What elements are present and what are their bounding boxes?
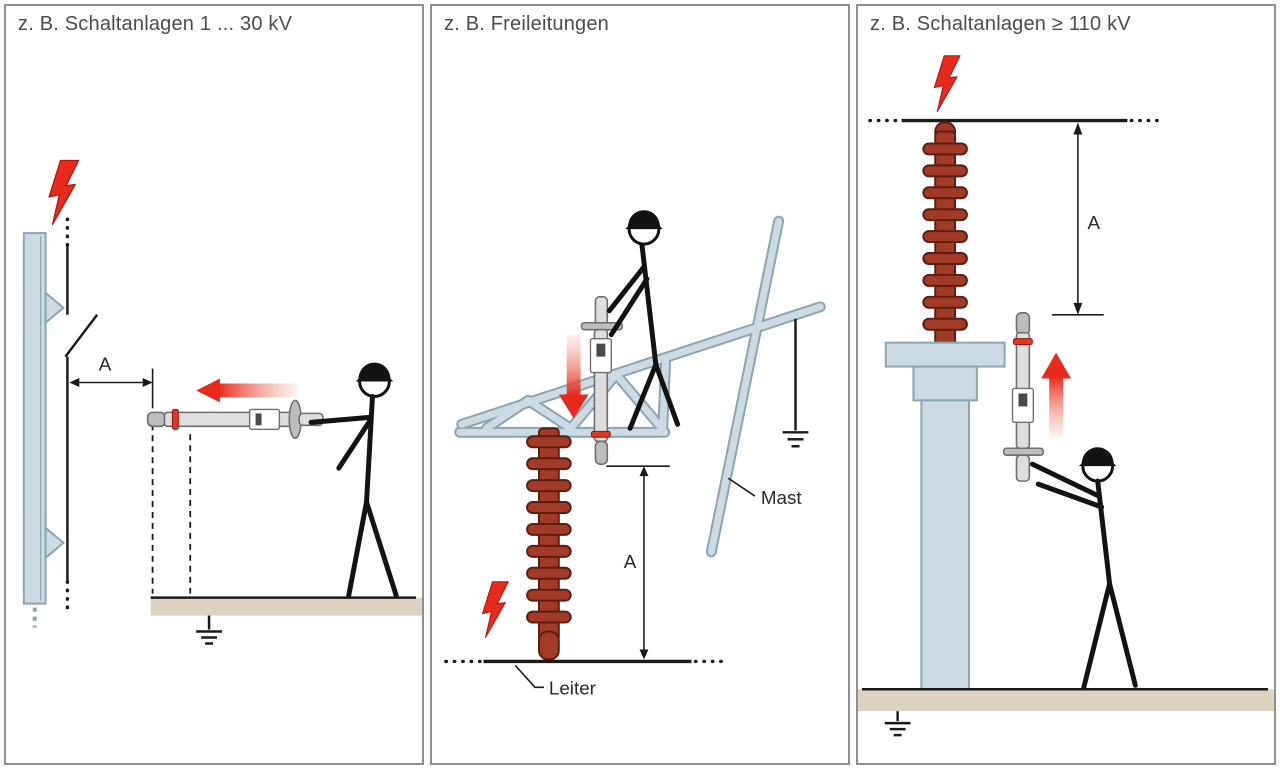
lightning-bolt-icon xyxy=(933,55,961,113)
panel-title: z. B. Freileitungen xyxy=(444,13,609,35)
insulator xyxy=(526,427,572,661)
panel-title: z. B. Schaltanlagen 1 ... 30 kV xyxy=(18,13,293,35)
label-mast: Mast xyxy=(727,477,803,508)
panel-illustration-switchgear-30kv: A xyxy=(22,159,422,645)
approach-arrow-icon xyxy=(196,378,298,403)
worker-stick-figure xyxy=(1029,447,1138,690)
ground-strip xyxy=(150,596,422,616)
panel-switchgear-30kv: z. B. Schaltanlagen 1 ... 30 kV xyxy=(4,4,424,765)
approach-arrow-icon xyxy=(1041,352,1071,437)
lightning-bolt-icon xyxy=(482,581,509,638)
svg-text:Mast: Mast xyxy=(761,487,803,508)
svg-text:Leiter: Leiter xyxy=(549,677,596,698)
earth-symbol-icon xyxy=(884,711,911,737)
dimension-label-a: A xyxy=(1087,212,1100,233)
dimension-label-a: A xyxy=(624,551,637,572)
danger-zone-dashed-lines xyxy=(151,424,192,594)
lightning-bolt-icon xyxy=(48,159,80,226)
panel-illustration-overhead-lines: A xyxy=(444,210,826,698)
ground-strip xyxy=(858,688,1274,712)
voltage-tester xyxy=(580,296,623,465)
live-conductor-open-switch xyxy=(64,217,99,610)
dimension-a: A xyxy=(1052,122,1104,316)
worker-stick-figure xyxy=(308,362,399,599)
earth-symbol-icon xyxy=(782,318,809,448)
panel-overhead-lines: z. B. Freileitungen xyxy=(430,4,850,765)
voltage-tester xyxy=(146,399,324,440)
panel-title: z. B. Schaltanlagen ≥ 110 kV xyxy=(870,13,1131,35)
dimension-a: A xyxy=(69,354,154,409)
earth-symbol-icon xyxy=(196,615,222,645)
dimension-label-a: A xyxy=(99,354,112,375)
insulator xyxy=(922,121,968,346)
switchgear-cabinet xyxy=(22,232,65,628)
support-pedestal xyxy=(884,341,1006,693)
voltage-tester xyxy=(1002,311,1045,482)
worker-stick-figure xyxy=(606,210,681,431)
panel-switchgear-110kv: z. B. Schaltanlagen ≥ 110 kV xyxy=(856,4,1276,765)
panel-illustration-switchgear-110kv: A xyxy=(858,55,1274,737)
label-leiter: Leiter xyxy=(514,664,596,698)
dimension-a: A xyxy=(606,465,670,660)
approach-arrow-icon xyxy=(558,334,589,419)
